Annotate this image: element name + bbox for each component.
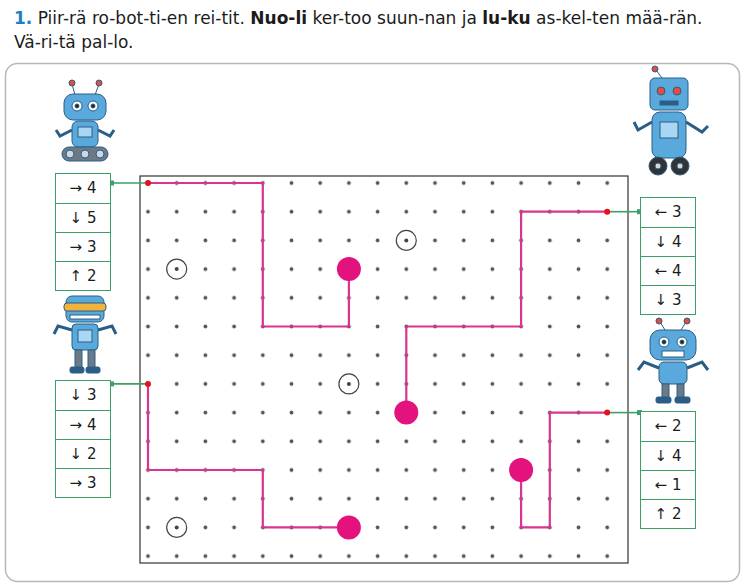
task-title: 1. Piir-rä ro-bot-ti-en rei-tit. Nuo-li … — [14, 6, 732, 54]
direction-step: ← 3 — [641, 198, 695, 227]
robot-figure — [54, 296, 116, 373]
direction-step: ↑ 2 — [641, 499, 695, 528]
direction-step: ↓ 3 — [56, 381, 110, 410]
leader-ends — [109, 181, 642, 416]
direction-step: ↓ 3 — [641, 285, 695, 314]
panel — [6, 64, 740, 582]
direction-table: ← 2↓ 4← 1↑ 2 — [640, 411, 696, 529]
direction-step: ← 4 — [641, 256, 695, 285]
direction-table: → 4↓ 5→ 3↑ 2 — [55, 173, 111, 291]
direction-step: ↓ 4 — [641, 227, 695, 256]
direction-step: → 4 — [56, 174, 110, 203]
direction-step: → 4 — [56, 410, 110, 439]
robot-figure — [56, 80, 114, 161]
open-circles — [167, 230, 417, 537]
colored-balls — [337, 257, 533, 539]
direction-step: ↓ 2 — [56, 439, 110, 468]
direction-step: ↑ 2 — [56, 261, 110, 290]
circle-centers — [175, 238, 409, 529]
dot-grid — [140, 176, 628, 563]
direction-table: ← 3↓ 4← 4↓ 3 — [640, 197, 696, 315]
direction-step: → 3 — [56, 468, 110, 497]
robot-figure — [638, 318, 708, 403]
start-leaders — [111, 183, 640, 413]
direction-table: ↓ 3→ 4↓ 2→ 3 — [55, 380, 111, 498]
direction-step: ← 2 — [641, 412, 695, 441]
robot-figure — [634, 66, 708, 175]
direction-step: ↓ 4 — [641, 441, 695, 470]
direction-step: ↓ 5 — [56, 203, 110, 232]
robot-paths — [148, 183, 607, 527]
direction-step: → 3 — [56, 232, 110, 261]
direction-step: ← 1 — [641, 470, 695, 499]
start-dots — [145, 180, 610, 416]
